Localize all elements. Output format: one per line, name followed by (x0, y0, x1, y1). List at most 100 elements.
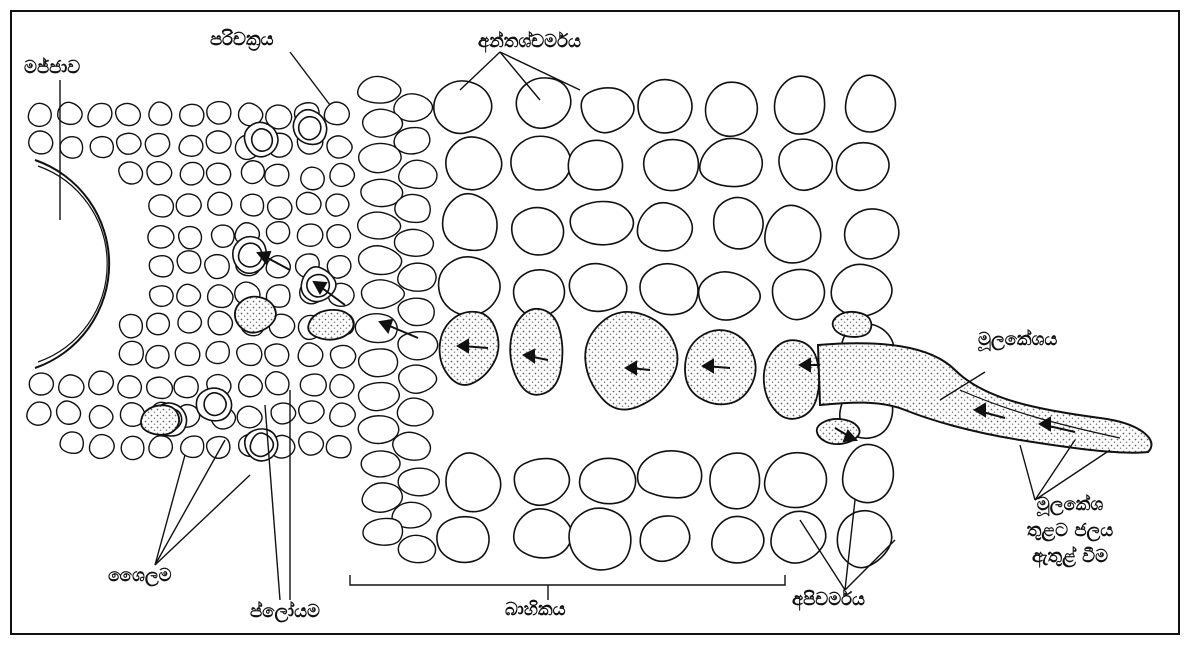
stele-cell (147, 377, 173, 398)
stele-cell (148, 226, 174, 248)
stele-cell (211, 225, 234, 247)
endodermis-cell (363, 518, 403, 545)
pathway-cell (440, 312, 499, 385)
cortex-cell (443, 194, 497, 251)
endodermis-cell (361, 451, 400, 477)
stele-cell (149, 436, 173, 458)
cortex-cell (434, 81, 492, 134)
cortex-cell (514, 459, 569, 506)
label-water-entry-line-1: මූලකේශ (985, 492, 1155, 518)
stele-cell (241, 161, 264, 184)
endodermis-cell (394, 229, 433, 256)
cortex-cell (570, 201, 633, 244)
pathway-cell (510, 309, 562, 395)
cortex-cell (569, 264, 626, 312)
cortex-cell (846, 75, 896, 132)
endodermis-cell (361, 280, 404, 309)
stele-cell (330, 375, 354, 398)
cortex-cell (843, 444, 894, 502)
stele-cell (326, 436, 351, 458)
stele-cell (180, 162, 204, 185)
stele-cell (149, 256, 173, 277)
endodermis-cell (358, 76, 401, 103)
cortex-cell (765, 205, 821, 263)
xylem-vessel-lumen (250, 433, 273, 456)
stele-cell (149, 102, 172, 125)
endodermis-cell (399, 365, 437, 393)
stele-cell (301, 167, 325, 190)
stele-cell (206, 131, 231, 153)
cortex-cell (439, 257, 500, 316)
cortex-cell (700, 138, 763, 186)
stele-cell (208, 311, 232, 335)
cortex-cell (568, 140, 622, 190)
stele-cell (145, 134, 169, 157)
stele-cell (327, 225, 351, 248)
stele-cell (177, 284, 201, 306)
stele-cell (271, 403, 296, 424)
stele-cell (88, 103, 112, 126)
stele-cell (29, 373, 53, 395)
stele-cell (330, 345, 355, 367)
xylem-vessel-lumen (299, 117, 321, 140)
cortex-cell (779, 139, 832, 190)
pith-region (35, 160, 109, 368)
endodermis-cell (398, 298, 434, 325)
endodermis-cell (398, 535, 435, 562)
stele-cell (208, 285, 233, 308)
stele-cell (180, 104, 204, 126)
stele-cell (117, 133, 141, 154)
stele-cell (265, 164, 289, 186)
cortex-cell (705, 82, 757, 136)
label-water-entry-line-2: තුළට ජලය (985, 518, 1155, 544)
label-root-hair: මූලකේශය (978, 330, 1057, 350)
stele-cell (116, 103, 141, 125)
stele-cell (206, 163, 230, 185)
stele-cell (57, 401, 81, 424)
stele-cell (298, 343, 323, 367)
endodermis-cell (355, 314, 397, 343)
endodermis-cell (398, 263, 436, 291)
cortex-cell (512, 208, 564, 255)
cortex-cell (640, 516, 690, 561)
cortex-cell (580, 458, 636, 503)
stele-cell (330, 163, 355, 186)
endodermis-cell (395, 194, 430, 222)
pathway-cell (308, 310, 353, 340)
stele-cell (181, 436, 204, 457)
stele-cell (300, 374, 326, 396)
stele-cell (119, 162, 143, 184)
endodermis-cell (394, 128, 430, 154)
stele-cell (29, 131, 53, 154)
stele-cell (147, 162, 172, 185)
cortex-cell (772, 269, 824, 319)
stele-cell (90, 137, 113, 158)
endodermis-cell (359, 246, 402, 275)
pathway-cell (141, 405, 179, 435)
cortex-cell (569, 508, 631, 570)
endodermis-cell (359, 349, 398, 377)
stele-cell (205, 255, 230, 279)
label-epidermis: අපිචර්මය (792, 590, 865, 610)
stele-cell (208, 192, 232, 215)
label-xylem: ශෛලම (108, 566, 172, 586)
pathway-cell (764, 340, 820, 419)
stele-cell (119, 341, 143, 365)
xylem-vessel-lumen (252, 129, 273, 151)
stele-cell (207, 102, 231, 124)
stele-cell (206, 342, 229, 364)
stele-cell (241, 194, 264, 216)
stele-cell (266, 222, 289, 244)
cortex-cell (437, 517, 489, 563)
stele-cell (60, 137, 83, 158)
stele-cell (27, 402, 51, 425)
cortex-cell (771, 511, 826, 563)
stele-cell (175, 343, 200, 366)
xylem-vessel-lumen (204, 393, 226, 416)
stele-cell (299, 401, 324, 424)
endodermis-cell (398, 468, 439, 496)
cortex-cell (640, 264, 698, 315)
stele-cell (60, 432, 83, 453)
cortex-cell (516, 78, 571, 128)
stele-cell (121, 436, 144, 459)
